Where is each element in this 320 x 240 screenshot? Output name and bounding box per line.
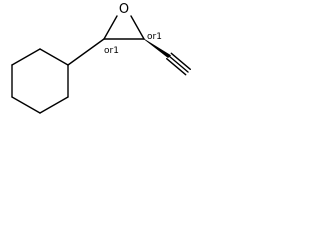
right-co-bond — [130, 15, 145, 40]
ring-bond-5 — [11, 48, 41, 66]
ring-bond-6 — [39, 48, 69, 66]
ring-bond-3 — [11, 96, 41, 114]
stereo-label-left-carbon: or1 — [104, 46, 119, 56]
ring-to-epoxide-bond — [67, 38, 105, 66]
alkyne-line-upper — [170, 52, 192, 71]
oxygen-atom-label: O — [119, 2, 129, 17]
ethynyl-triple-bond — [165, 52, 192, 76]
epoxide-structure: O or1 or1 — [11, 2, 192, 114]
alkyne-line-lower — [165, 58, 187, 76]
epoxide-ring — [103, 15, 145, 40]
alkyne-line-center — [168, 55, 189, 73]
cyclohexyl-ring — [11, 48, 69, 114]
stereo-label-right-carbon: or1 — [147, 32, 162, 42]
ring-bond-2 — [39, 96, 69, 114]
left-co-bond — [103, 15, 118, 40]
